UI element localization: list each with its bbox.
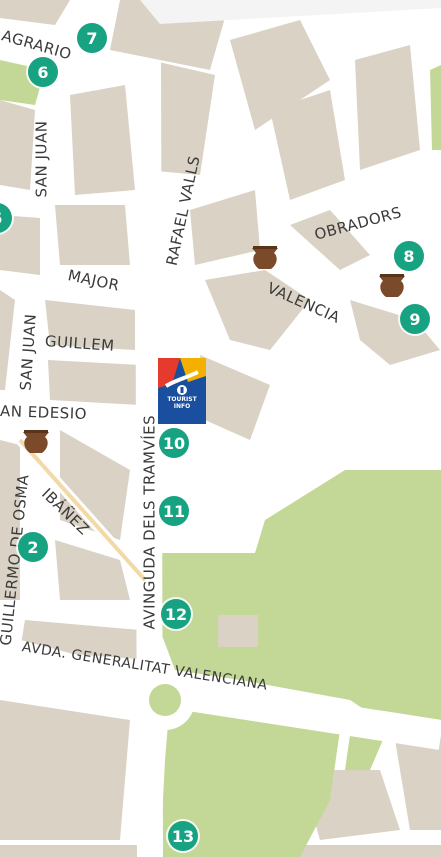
marker-10[interactable]: 10	[159, 428, 189, 458]
marker-2[interactable]: 2	[18, 532, 48, 562]
street-label-san-edesio: AN EDESIO	[0, 402, 88, 424]
marker-11[interactable]: 11	[159, 496, 189, 526]
street-label-san-juan-top: SAN JUAN	[32, 120, 51, 198]
pottery-vessel-icon	[379, 274, 405, 297]
marker-8[interactable]: 8	[394, 241, 424, 271]
tourist-info-icon[interactable]: TOURIST INFO	[158, 358, 206, 424]
parks	[0, 60, 441, 857]
marker-13[interactable]: 13	[168, 821, 198, 851]
pottery-vessel-icon	[252, 246, 278, 269]
roundabout-island	[149, 684, 181, 716]
pottery-vessel-icon	[23, 430, 49, 453]
street-label-avinguda-dels-tramvies: AVINGUDA DELS TRAMVÍES	[140, 414, 159, 630]
tourist-info-text: TOURIST INFO	[158, 396, 206, 410]
tourist-info-logo	[158, 358, 206, 424]
ibanez-street-highlight	[18, 438, 147, 582]
building-in-park	[218, 615, 258, 647]
map-fold	[140, 0, 441, 24]
marker-12[interactable]: 12	[161, 599, 191, 629]
tourist-info-line1: TOURIST	[167, 396, 197, 403]
marker-9[interactable]: 9	[400, 304, 430, 334]
marker-5[interactable]: 5	[0, 203, 12, 233]
marker-6[interactable]: 6	[28, 57, 58, 87]
marker-7[interactable]: 7	[77, 23, 107, 53]
tourist-info-line2: INFO	[173, 403, 191, 410]
